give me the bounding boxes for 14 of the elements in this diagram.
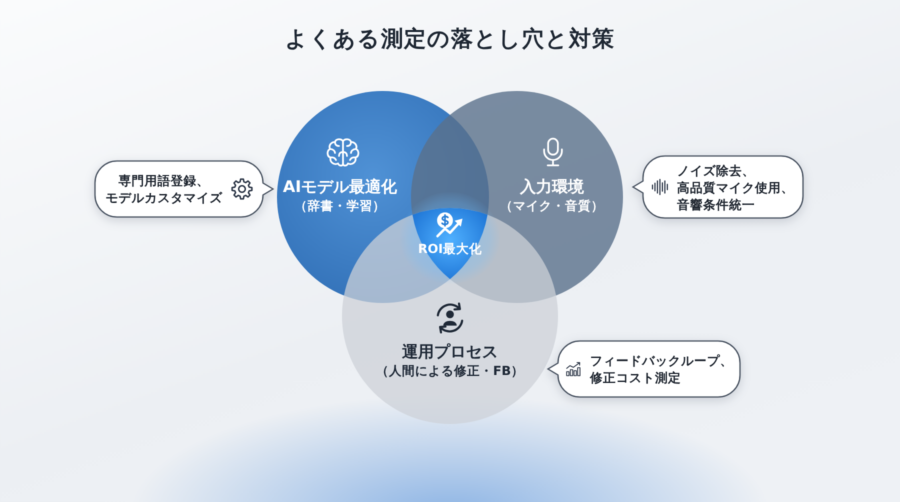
circle-title: 運用プロセス [402,341,498,362]
circle-subtitle: （人間による修正・FB） [376,363,524,379]
circle-title: AIモデル最適化 [282,176,398,197]
callout-text: フィードバックループ、修正コスト測定 [590,352,732,386]
speech-bubble [547,340,741,398]
speech-bubble [632,155,804,219]
circle-subtitle: （マイク・音質） [500,198,604,214]
speech-bubble [94,160,274,218]
circle-subtitle: （辞書・学習） [294,198,386,214]
callout-text: ノイズ除去、高品質マイク使用、音響条件統一 [677,162,795,212]
center-label: ROI最大化 [418,241,482,257]
title: よくある測定の落とし穴と対策 [285,26,615,54]
callout-text: 専門用語登録、モデルカスタマイズ [105,172,223,206]
circle-title: 入力環境 [520,176,584,197]
